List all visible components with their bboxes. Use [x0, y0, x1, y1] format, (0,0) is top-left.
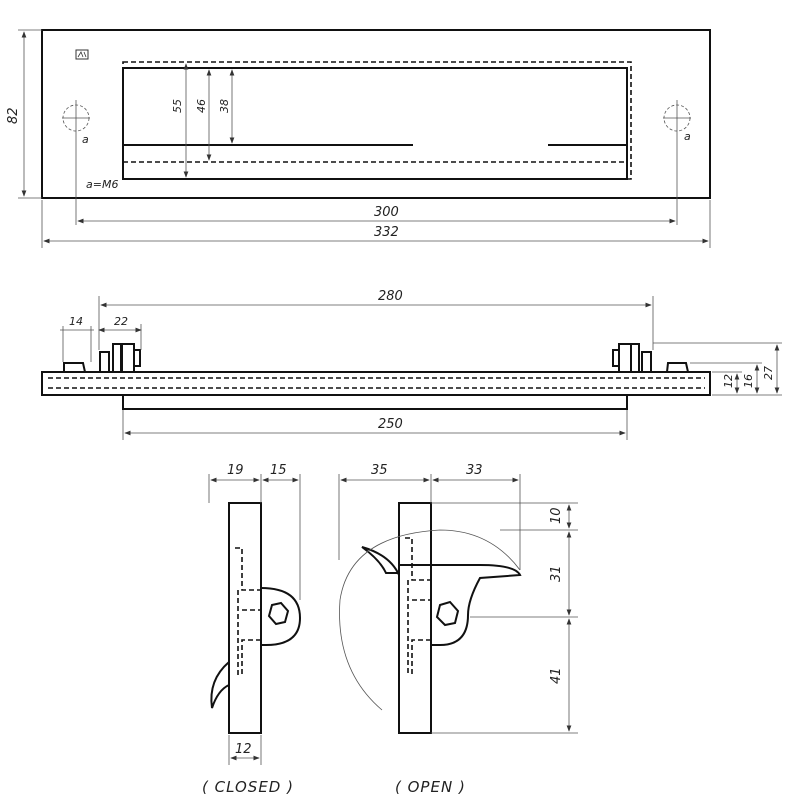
dim-14: 14	[69, 315, 83, 328]
flap-outline	[122, 67, 628, 180]
thread-note: a=M6	[86, 178, 118, 191]
hinge-bracket-left	[63, 343, 141, 373]
dim-33: 33	[466, 463, 483, 478]
top-plate	[41, 371, 711, 396]
dim-41: 41	[549, 667, 564, 684]
dim-opening-38: 38	[218, 99, 231, 113]
open-flap-hook	[361, 546, 400, 576]
caption-closed: ( CLOSED )	[202, 778, 294, 796]
logo-mark	[75, 49, 89, 60]
dim-opening-46: 46	[195, 99, 208, 113]
swing-arc	[339, 529, 521, 711]
closed-plate-section	[228, 502, 262, 734]
closed-hinge-lobe	[260, 587, 302, 646]
hole-label-left: a	[82, 133, 89, 146]
dim-19: 19	[227, 463, 244, 478]
open-plate-section	[398, 502, 432, 734]
dim-width-332: 332	[374, 225, 399, 240]
dim-hole-spacing-300: 300	[374, 205, 399, 220]
mounting-hole-left	[62, 100, 90, 225]
top-view: 280 14 22 12 16 27 250	[41, 289, 782, 440]
caption-open: ( OPEN )	[395, 778, 466, 796]
dim-height-82: 82	[6, 107, 21, 124]
section-open: 35 33 10 31 41 ( OPEN )	[338, 463, 578, 796]
dim-16: 16	[742, 374, 755, 388]
dim-27: 27	[762, 366, 775, 380]
dim-35: 35	[371, 463, 388, 478]
dim-31: 31	[549, 565, 564, 582]
hole-label-right: a	[684, 130, 691, 143]
dim-10: 10	[549, 507, 564, 524]
dim-12: 12	[722, 374, 735, 388]
section-closed: 19 15 12 ( CLOSED )	[202, 463, 302, 796]
dim-22: 22	[114, 315, 128, 328]
dim-flap-250: 250	[378, 417, 403, 432]
dim-12-closed: 12	[235, 742, 252, 757]
hinge-bracket-right	[612, 343, 689, 373]
mounting-hole-right	[663, 100, 691, 225]
front-view: a a a=M6 82 55 46 38 300 332	[6, 29, 711, 248]
open-flap-arm	[399, 564, 522, 646]
dim-span-280: 280	[378, 289, 403, 304]
dim-opening-55: 55	[171, 99, 184, 113]
closed-flap-hook	[210, 661, 230, 709]
dim-15: 15	[270, 463, 287, 478]
front-plate	[41, 29, 711, 199]
top-flap	[122, 394, 628, 410]
